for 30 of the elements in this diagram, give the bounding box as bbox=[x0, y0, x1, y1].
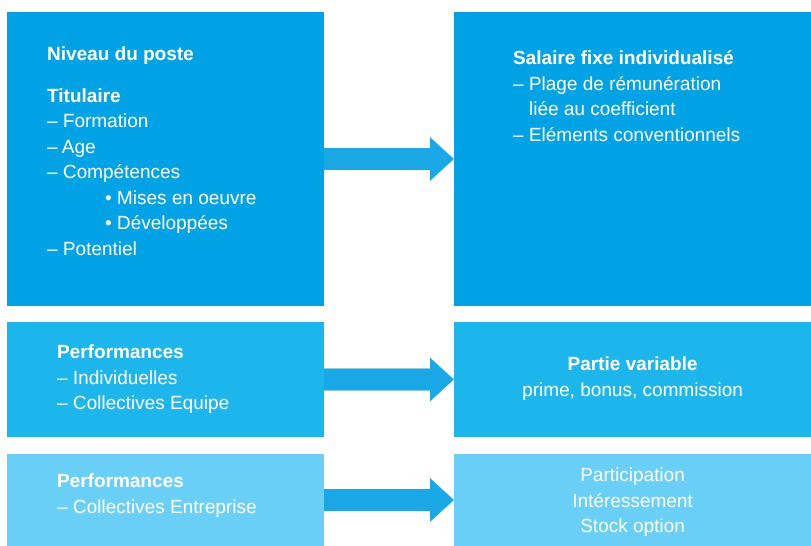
text-box bbox=[454, 322, 811, 437]
heading: Partie variable bbox=[568, 353, 698, 377]
text-box bbox=[7, 454, 324, 546]
list-item: – Compétences bbox=[47, 161, 180, 185]
list-item: • Mises en oeuvre bbox=[105, 186, 256, 210]
list-item: – Collectives Entreprise bbox=[57, 496, 257, 520]
arrow bbox=[324, 358, 454, 402]
list-item: Intéressement bbox=[572, 490, 693, 514]
list-item: prime, bonus, commission bbox=[522, 378, 743, 402]
text-box bbox=[7, 12, 324, 306]
text-box bbox=[454, 454, 811, 546]
text-box bbox=[7, 322, 324, 437]
heading: Niveau du poste bbox=[47, 43, 194, 67]
list-item: – Formation bbox=[47, 110, 148, 134]
list-item: Stock option bbox=[580, 515, 685, 539]
list-item: – Eléments conventionnels bbox=[513, 124, 740, 148]
heading: Titulaire bbox=[47, 84, 121, 108]
list-item: – Potentiel bbox=[47, 238, 137, 262]
arrow bbox=[324, 478, 454, 522]
arrow bbox=[324, 137, 454, 181]
list-item: – Age bbox=[47, 136, 96, 160]
text-box bbox=[454, 12, 811, 306]
heading: Performances bbox=[57, 341, 184, 365]
list-item: – Plage de rémunération liée au coefficient bbox=[513, 72, 722, 122]
list-item: – Collectives Equipe bbox=[57, 392, 230, 416]
heading: Performances bbox=[57, 470, 184, 494]
list-item: – Individuelles bbox=[57, 366, 178, 390]
list-item: • Développées bbox=[105, 212, 228, 236]
list-item: Participation bbox=[580, 464, 685, 488]
heading: Salaire fixe individualisé bbox=[513, 47, 734, 71]
